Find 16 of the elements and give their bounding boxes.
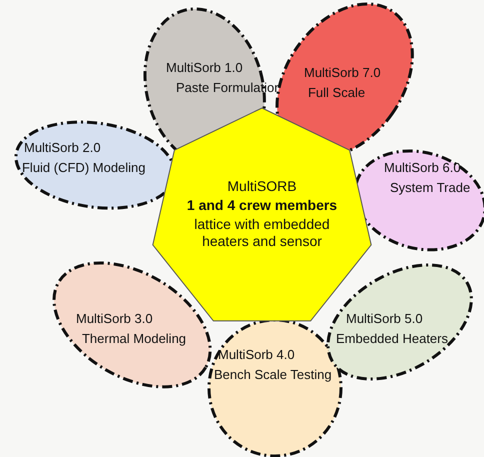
petal-label: System Trade bbox=[390, 180, 470, 196]
petal-label: Thermal Modeling bbox=[82, 330, 186, 347]
petal-title: MultiSorb 3.0 bbox=[76, 310, 153, 327]
petal-label: Fluid (CFD) Modeling bbox=[22, 160, 146, 176]
petal-label: Bench Scale Testing bbox=[214, 367, 332, 383]
center-title: MultiSORB bbox=[226, 178, 298, 195]
center-description: lattice with embedded heaters and sensor bbox=[193, 216, 331, 250]
center-subtitle: 1 and 4 crew members bbox=[186, 197, 338, 214]
petal-title: MultiSorb 2.0 bbox=[24, 140, 101, 156]
petal-title: MultiSorb 4.0 bbox=[218, 347, 295, 363]
petal-label: Embedded Heaters bbox=[336, 331, 448, 347]
petal-title: MultiSorb 1.0 bbox=[166, 60, 243, 76]
petal-label: Paste Formulation bbox=[176, 80, 282, 96]
petal-title: MultiSorb 5.0 bbox=[346, 311, 423, 327]
petal-label: Full Scale bbox=[308, 84, 366, 101]
petal-title: MultiSorb 7.0 bbox=[304, 64, 381, 81]
